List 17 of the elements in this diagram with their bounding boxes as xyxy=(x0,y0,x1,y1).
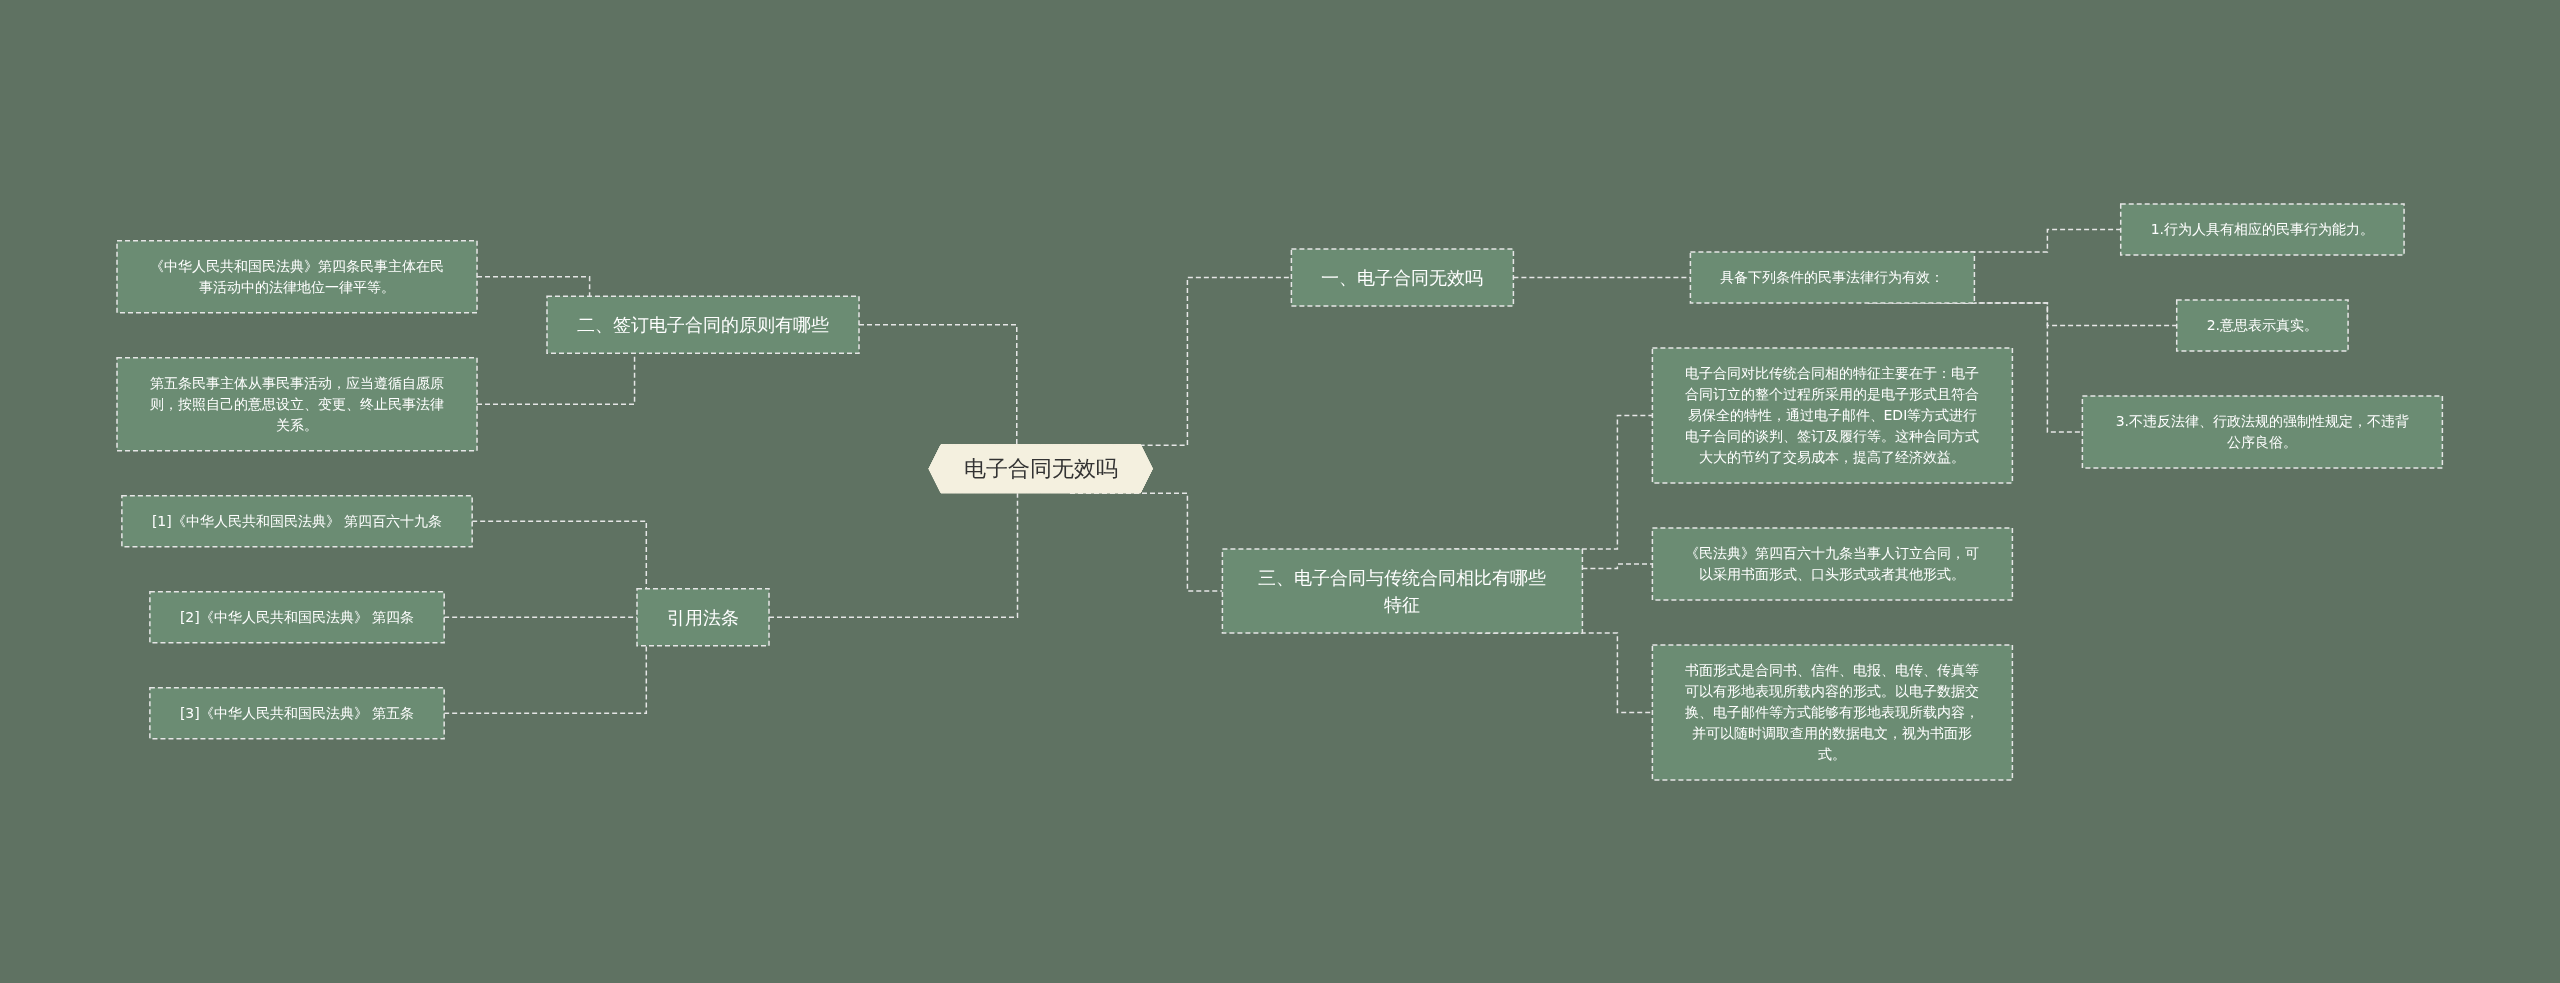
node-box: 具备下列条件的民事法律行为有效： xyxy=(1689,250,1976,304)
node-box: [1]《中华人民共和国民法典》 第四百六十九条 xyxy=(121,494,474,547)
node-box: 引用法条 xyxy=(636,587,771,646)
node-box: 1.行为人具有相应的民事行为能力。 xyxy=(2120,202,2406,256)
node-box: 第五条民事主体从事民事活动，应当遵循自愿原则，按照自己的意思设立、变更、终止民事法律关系。 xyxy=(116,356,479,451)
node-box: 2.意思表示真实。 xyxy=(2176,298,2350,352)
node-box: 三、电子合同与传统合同相比有哪些特征 xyxy=(1221,547,1584,634)
node-box: 《民法典》第四百六十九条当事人订立合同，可以采用书面形式、口头形式或者其他形式。 xyxy=(1651,526,2014,601)
node-box: 电子合同对比传统合同相的特征主要在于：电子合同订立的整个过程所采用的是电子形式且符合易保全的特性，通过电子邮件、EDI等方式进行电子合同的谈判、签订及履行等。这种合同方式大大的节约了交易成本，提高了经济效益。 xyxy=(1651,346,2014,484)
node-box: [3]《中华人民共和国民法典》 第五条 xyxy=(149,686,446,739)
connector xyxy=(1581,562,1654,569)
node-box: 一、电子合同无效吗 xyxy=(1290,247,1515,307)
node-box: 二、签订电子合同的原则有哪些 xyxy=(546,295,861,354)
node-box: 书面形式是合同书、信件、电报、电传、传真等可以有形地表现所载内容的形式。以电子数据交换、电子邮件等方式能够有形地表现所载内容，并可以随时调取查用的数据电文，视为书面形式。 xyxy=(1651,643,2014,781)
node-box: [2]《中华人民共和国民法典》 第四条 xyxy=(149,590,446,643)
node-box: 3.不违反法律、行政法规的强制性规定，不违背公序良俗。 xyxy=(2081,394,2444,469)
node-box: 《中华人民共和国民法典》第四条民事主体在民事活动中的法律地位一律平等。 xyxy=(116,239,479,313)
